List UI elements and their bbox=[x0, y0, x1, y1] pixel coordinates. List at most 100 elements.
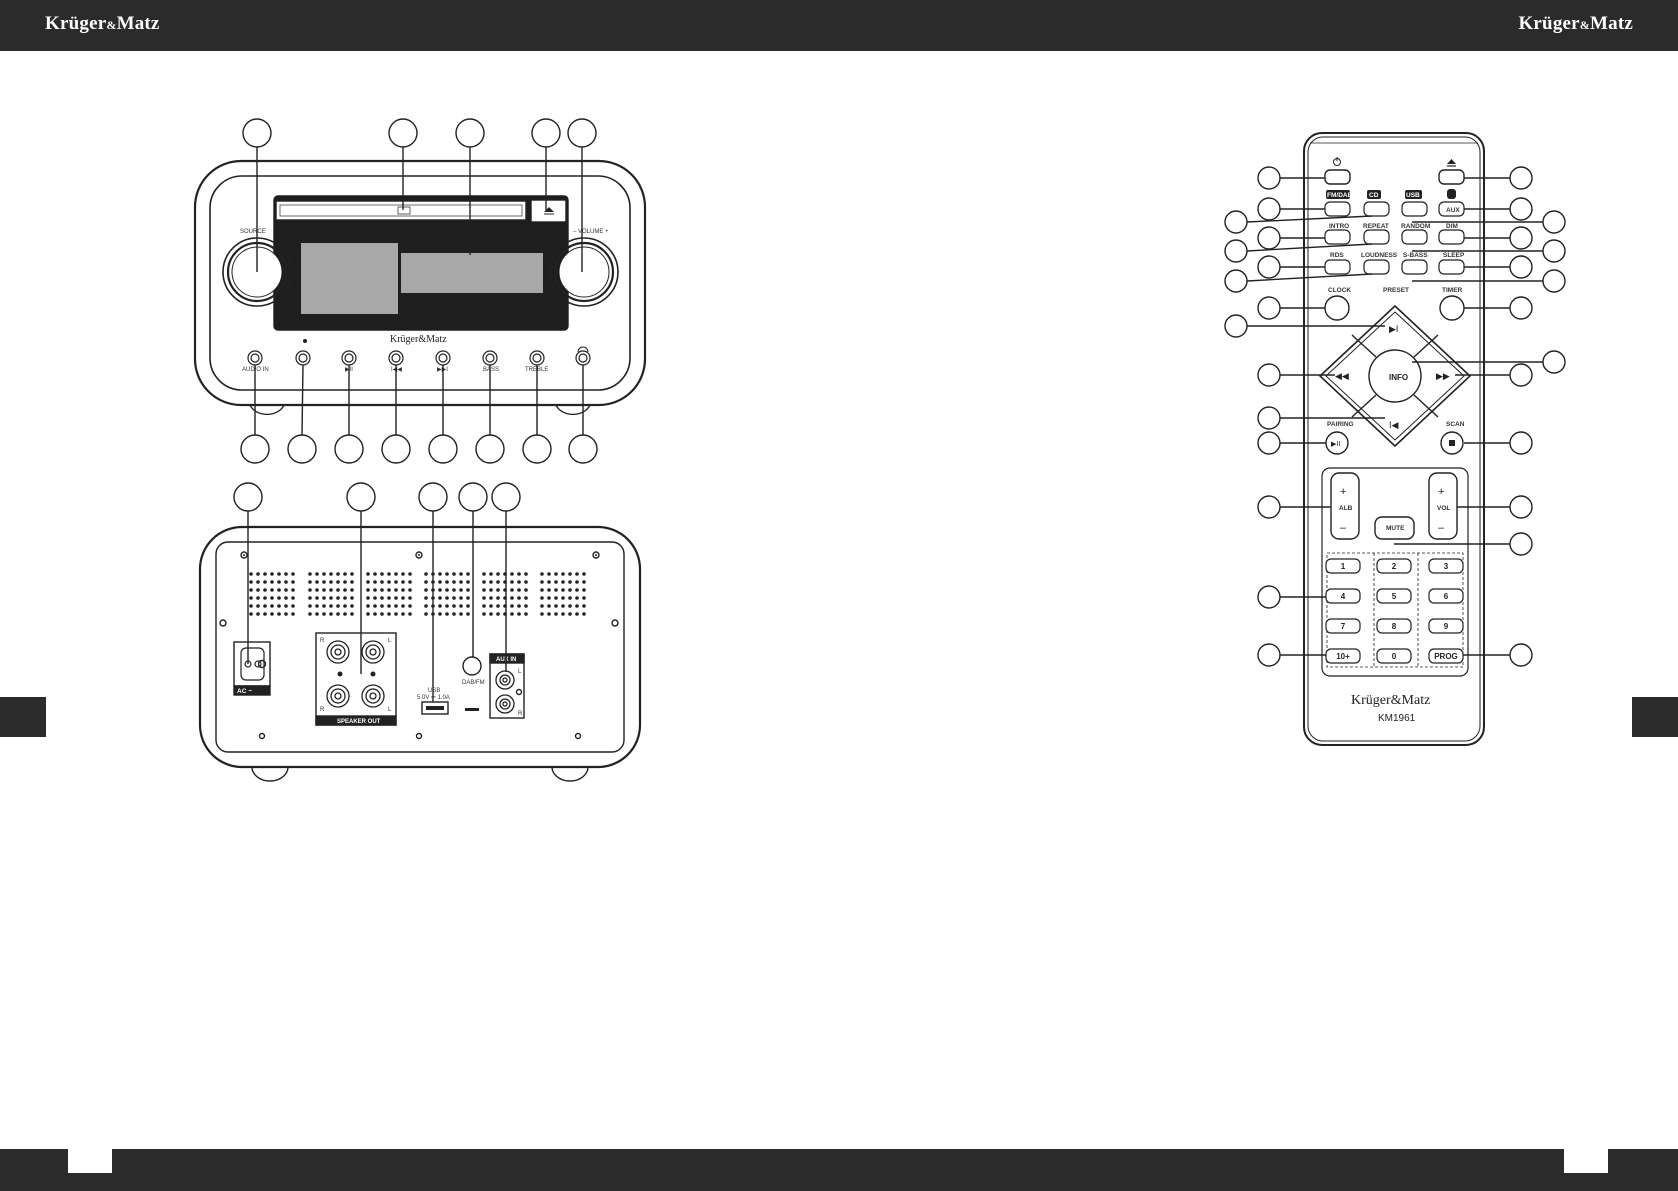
grille-hole bbox=[284, 612, 288, 616]
svg-text:–: – bbox=[1340, 522, 1347, 534]
grille-hole bbox=[561, 604, 565, 608]
grille-hole bbox=[394, 612, 398, 616]
header-bar bbox=[0, 0, 1678, 51]
grille-hole bbox=[291, 580, 295, 584]
grille-hole bbox=[496, 612, 500, 616]
keypad-button[interactable] bbox=[1325, 558, 1361, 574]
grille-hole bbox=[315, 604, 319, 608]
bass-label: BASS bbox=[483, 367, 499, 373]
grille-hole bbox=[561, 572, 565, 576]
grille-hole bbox=[540, 588, 544, 592]
keypad-label: PROG bbox=[1434, 652, 1458, 661]
grille-hole bbox=[336, 580, 340, 584]
grille-hole bbox=[452, 596, 456, 600]
grille-hole bbox=[284, 572, 288, 576]
grille-hole bbox=[322, 580, 326, 584]
grille-hole bbox=[387, 604, 391, 608]
grille-hole bbox=[315, 580, 319, 584]
grille-hole bbox=[256, 612, 260, 616]
grille-hole bbox=[249, 580, 253, 584]
svg-text:AUX: AUX bbox=[1446, 207, 1460, 214]
grille-hole bbox=[380, 580, 384, 584]
grille-hole bbox=[373, 572, 377, 576]
grille-hole bbox=[329, 572, 333, 576]
grille-hole bbox=[366, 596, 370, 600]
grille-hole bbox=[445, 596, 449, 600]
grille-hole bbox=[263, 596, 267, 600]
keypad-button[interactable] bbox=[1428, 558, 1464, 574]
callout-marker bbox=[1257, 197, 1281, 221]
svg-text:▶II: ▶II bbox=[1331, 441, 1340, 448]
grille-hole bbox=[510, 604, 514, 608]
grille-hole bbox=[424, 588, 428, 592]
grille-hole bbox=[329, 596, 333, 600]
grille-hole bbox=[350, 588, 354, 592]
keypad-button[interactable] bbox=[1325, 588, 1361, 604]
keypad-button[interactable] bbox=[1325, 648, 1361, 664]
keypad-button[interactable] bbox=[1376, 648, 1412, 664]
keypad-button[interactable] bbox=[1376, 558, 1412, 574]
grille-hole bbox=[445, 604, 449, 608]
callout-marker bbox=[1509, 363, 1533, 387]
grille-hole bbox=[575, 604, 579, 608]
callout-line bbox=[1246, 273, 1373, 282]
grille-hole bbox=[547, 596, 551, 600]
keypad-button[interactable] bbox=[1376, 618, 1412, 634]
grille-hole bbox=[554, 580, 558, 584]
callout-marker bbox=[1224, 210, 1248, 234]
grille-hole bbox=[438, 580, 442, 584]
grille-hole bbox=[568, 604, 572, 608]
grille-hole bbox=[582, 572, 586, 576]
svg-text:R: R bbox=[320, 707, 325, 713]
grille-hole bbox=[373, 580, 377, 584]
grille-hole bbox=[554, 572, 558, 576]
callout-marker bbox=[1542, 350, 1566, 374]
grille-hole bbox=[322, 588, 326, 592]
grille-hole bbox=[510, 596, 514, 600]
grille-hole bbox=[568, 580, 572, 584]
grille-hole bbox=[575, 612, 579, 616]
grille-hole bbox=[387, 596, 391, 600]
grille-hole bbox=[561, 588, 565, 592]
svg-text:+: + bbox=[1438, 486, 1444, 498]
keypad-button[interactable] bbox=[1376, 588, 1412, 604]
volume-label: – VOLUME + bbox=[573, 229, 609, 235]
callout-line bbox=[1246, 215, 1373, 223]
keypad-button[interactable] bbox=[1428, 588, 1464, 604]
grille-hole bbox=[308, 612, 312, 616]
svg-text:FM/DAB: FM/DAB bbox=[1327, 192, 1353, 199]
keypad-button[interactable] bbox=[1325, 618, 1361, 634]
grille-hole bbox=[459, 572, 463, 576]
grille-hole bbox=[387, 572, 391, 576]
callout-marker bbox=[1542, 239, 1566, 263]
grille-hole bbox=[291, 596, 295, 600]
grille-hole bbox=[452, 604, 456, 608]
grille-hole bbox=[568, 588, 572, 592]
grille-hole bbox=[489, 572, 493, 576]
grille-hole bbox=[582, 588, 586, 592]
keypad-button[interactable] bbox=[1428, 618, 1464, 634]
grille-hole bbox=[517, 580, 521, 584]
grille-hole bbox=[466, 588, 470, 592]
grille-hole bbox=[438, 572, 442, 576]
grille-hole bbox=[517, 588, 521, 592]
grille-hole bbox=[394, 604, 398, 608]
grille-hole bbox=[336, 612, 340, 616]
grille-hole bbox=[568, 596, 572, 600]
grille-hole bbox=[554, 588, 558, 592]
callout-marker bbox=[1509, 226, 1533, 250]
grille-hole bbox=[466, 612, 470, 616]
grille-hole bbox=[582, 596, 586, 600]
grille-hole bbox=[394, 588, 398, 592]
callout-marker bbox=[1542, 210, 1566, 234]
rear-panel-diagram: AC ~ SPEAKER OUT R L R L USB 5.0V ⎓ 1.0A… bbox=[198, 482, 642, 782]
grille-hole bbox=[489, 588, 493, 592]
grille-hole bbox=[466, 572, 470, 576]
page-number-left bbox=[68, 1149, 112, 1173]
callout-marker bbox=[1542, 269, 1566, 293]
grille-hole bbox=[366, 580, 370, 584]
keypad-label: 7 bbox=[1341, 622, 1346, 631]
keypad-button[interactable] bbox=[1428, 648, 1464, 664]
grille-hole bbox=[256, 604, 260, 608]
svg-text:RANDOM: RANDOM bbox=[1401, 223, 1430, 230]
